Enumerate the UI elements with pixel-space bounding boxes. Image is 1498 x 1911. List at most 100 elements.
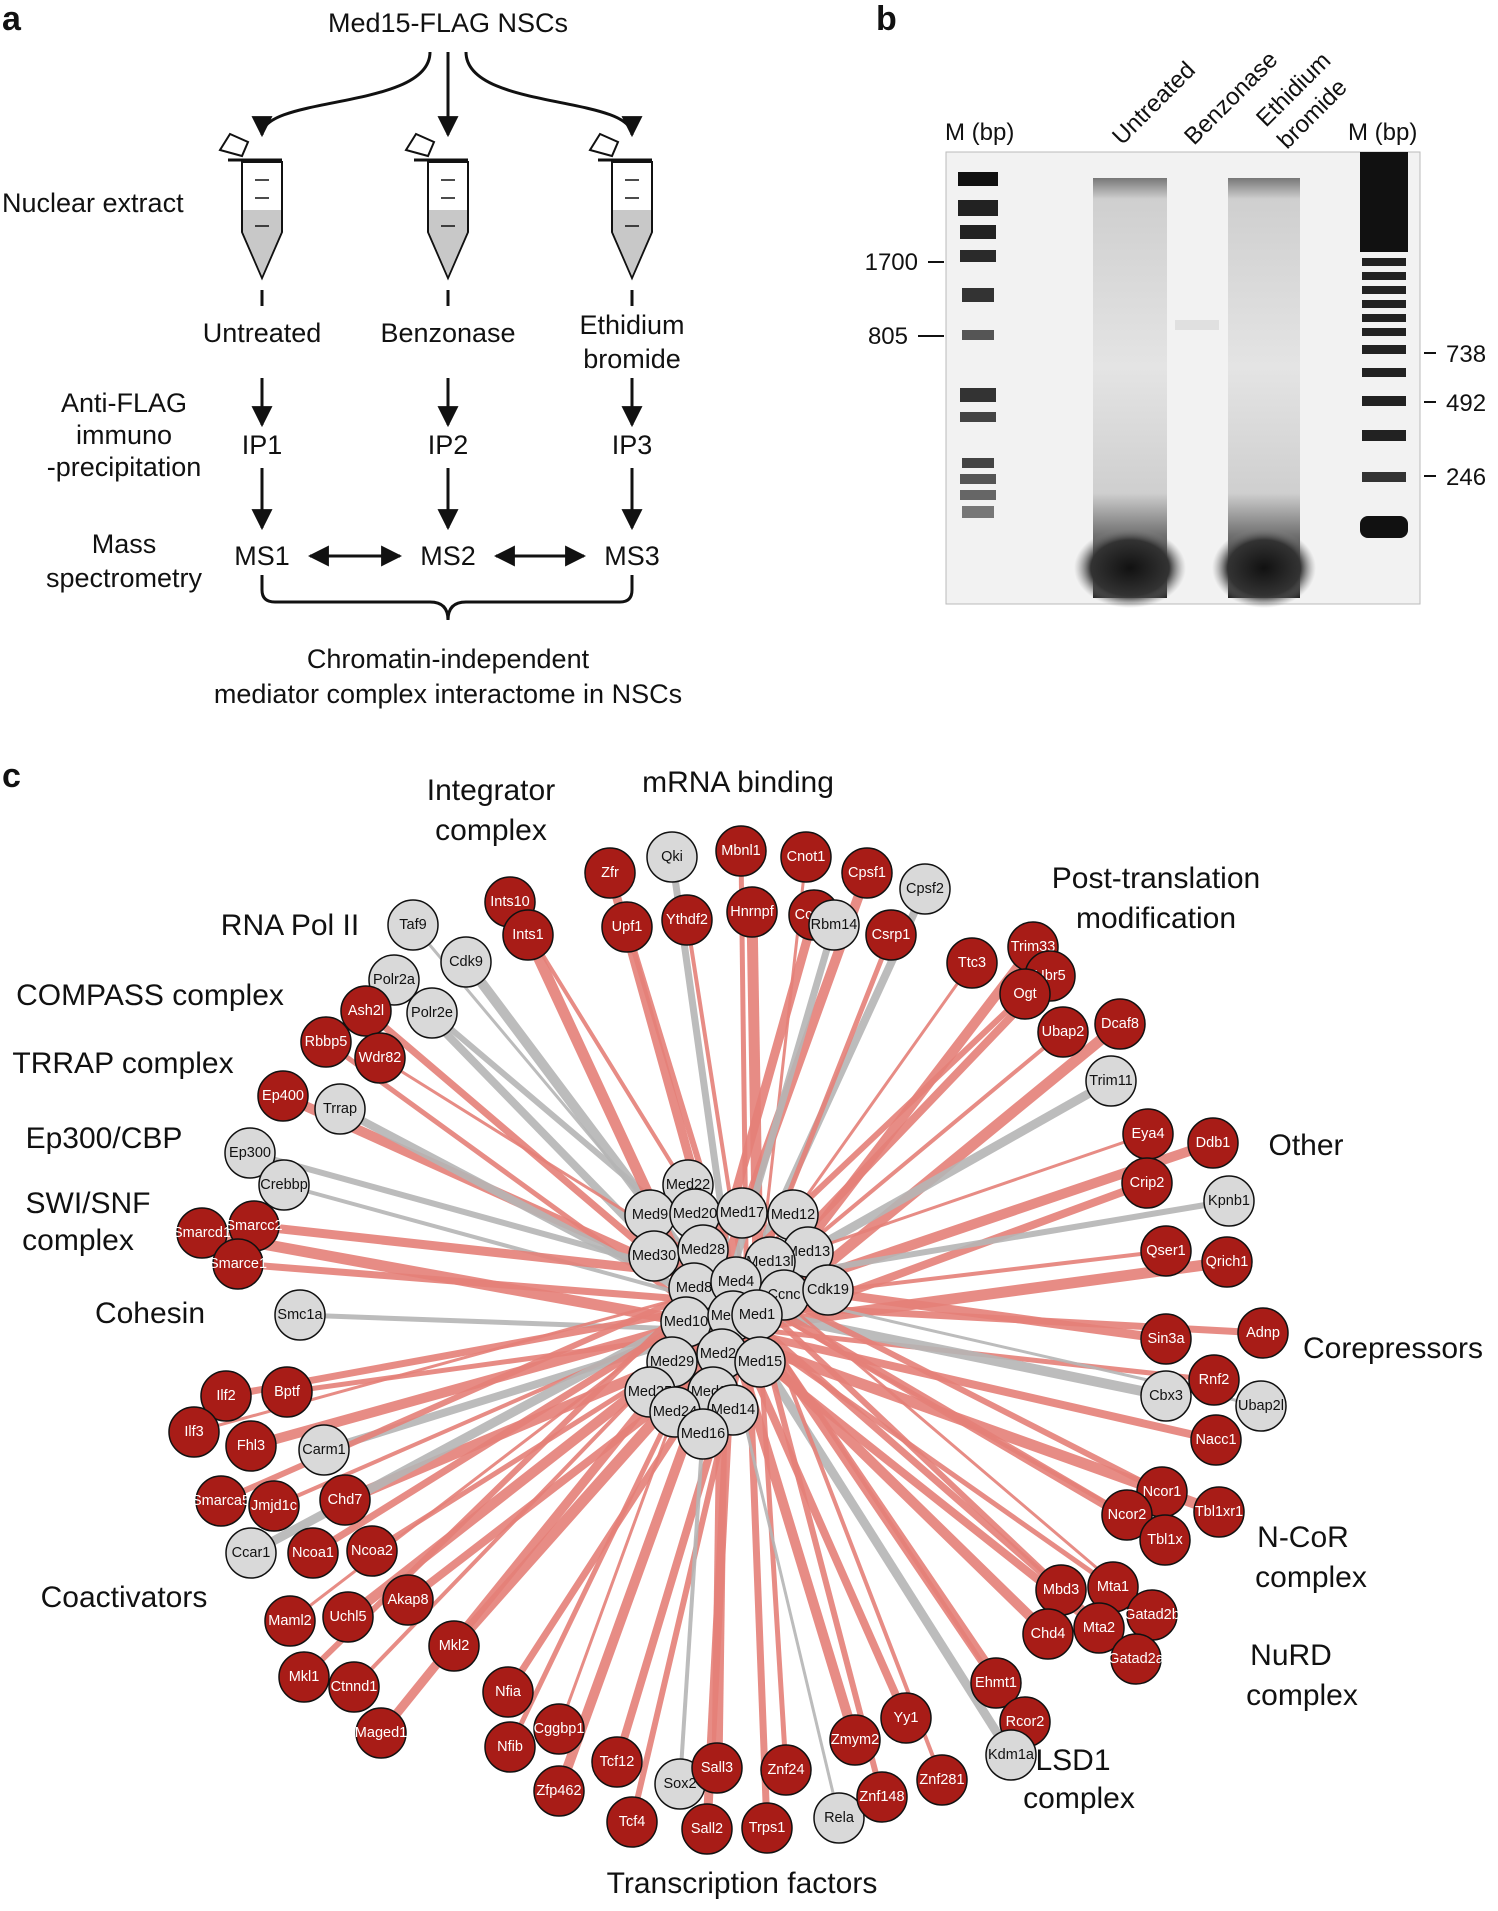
node-zmym2[interactable]: Zmym2 (829, 1714, 881, 1766)
node-eya4[interactable]: Eya4 (1122, 1108, 1174, 1160)
svg-text:Gatad2b: Gatad2b (1124, 1607, 1180, 1623)
node-nfia[interactable]: Nfia (482, 1666, 534, 1718)
node-zfp462[interactable]: Zfp462 (533, 1765, 585, 1817)
node-cggbp1[interactable]: Cggbp1 (533, 1703, 585, 1755)
node-mbd3[interactable]: Mbd3 (1035, 1564, 1087, 1616)
center-node-med1[interactable]: Med1 (731, 1289, 783, 1341)
svg-text:Tbl1xr1: Tbl1xr1 (1195, 1504, 1243, 1520)
center-node-med30[interactable]: Med30 (628, 1230, 680, 1282)
node-carm1[interactable]: Carm1 (298, 1424, 350, 1476)
node-qrich1[interactable]: Qrich1 (1201, 1236, 1253, 1288)
node-maml2[interactable]: Maml2 (264, 1595, 316, 1647)
node-ctnnd1[interactable]: Ctnnd1 (328, 1661, 380, 1713)
node-bptf[interactable]: Bptf (261, 1366, 313, 1418)
node-cdk9[interactable]: Cdk9 (440, 936, 492, 988)
node-trps1[interactable]: Trps1 (741, 1802, 793, 1854)
node-uchl5[interactable]: Uchl5 (322, 1591, 374, 1643)
node-chd4[interactable]: Chd4 (1022, 1608, 1074, 1660)
center-node-med17[interactable]: Med17 (716, 1187, 768, 1239)
node-tbl1x[interactable]: Tbl1x (1139, 1514, 1191, 1566)
node-tcf4[interactable]: Tcf4 (606, 1796, 658, 1848)
node-rbbp5[interactable]: Rbbp5 (300, 1016, 352, 1068)
node-mta1[interactable]: Mta1 (1087, 1561, 1139, 1613)
node-mta2[interactable]: Mta2 (1073, 1602, 1125, 1654)
node-tbl1xr1[interactable]: Tbl1xr1 (1193, 1486, 1245, 1538)
node-jmjd1c[interactable]: Jmjd1c (248, 1480, 300, 1532)
node-kpnb1[interactable]: Kpnb1 (1203, 1175, 1255, 1227)
node-polr2e[interactable]: Polr2e (406, 987, 458, 1039)
node-znf281[interactable]: Znf281 (916, 1754, 968, 1806)
node-nfib[interactable]: Nfib (484, 1721, 536, 1773)
center-node-med16[interactable]: Med16 (677, 1408, 729, 1460)
node-znf24[interactable]: Znf24 (760, 1744, 812, 1796)
node-csrp1[interactable]: Csrp1 (865, 909, 917, 961)
center-node-cdk19[interactable]: Cdk19 (802, 1264, 854, 1316)
node-mkl1[interactable]: Mkl1 (278, 1651, 330, 1703)
node-rbm14[interactable]: Rbm14 (808, 899, 860, 951)
node-znf148[interactable]: Znf148 (856, 1771, 908, 1823)
node-ddb1[interactable]: Ddb1 (1187, 1117, 1239, 1169)
node-upf1[interactable]: Upf1 (601, 901, 653, 953)
node-cnot1[interactable]: Cnot1 (780, 831, 832, 883)
center-node-med20[interactable]: Med20 (669, 1188, 721, 1240)
node-ash2l[interactable]: Ash2l (340, 985, 392, 1037)
node-maged1[interactable]: Maged1 (355, 1707, 407, 1759)
node-trim11[interactable]: Trim11 (1085, 1055, 1137, 1107)
svg-text:Ubap2l: Ubap2l (1238, 1398, 1284, 1414)
node-gatad2a[interactable]: Gatad2a (1108, 1633, 1165, 1685)
node-rela[interactable]: Rela (813, 1792, 865, 1844)
node-mbnl1[interactable]: Mbnl1 (715, 825, 767, 877)
node-ythdf2[interactable]: Ythdf2 (661, 894, 713, 946)
node-hnrnpf[interactable]: Hnrnpf (726, 886, 778, 938)
node-ubap2l[interactable]: Ubap2l (1235, 1380, 1287, 1432)
node-ep300[interactable]: Ep300 (224, 1127, 276, 1179)
node-dcaf8[interactable]: Dcaf8 (1094, 998, 1146, 1050)
node-yy1[interactable]: Yy1 (880, 1692, 932, 1744)
node-crebbp[interactable]: Crebbp (258, 1159, 310, 1211)
node-ncoa2[interactable]: Ncoa2 (346, 1525, 398, 1577)
node-sall3[interactable]: Sall3 (691, 1742, 743, 1794)
node-ilf3[interactable]: Ilf3 (168, 1406, 220, 1458)
node-ccar1[interactable]: Ccar1 (225, 1527, 277, 1579)
node-wdr82[interactable]: Wdr82 (354, 1032, 406, 1084)
node-ogt[interactable]: Ogt (999, 968, 1051, 1020)
node-rnf2[interactable]: Rnf2 (1188, 1354, 1240, 1406)
node-taf9[interactable]: Taf9 (387, 899, 439, 951)
node-akap8[interactable]: Akap8 (382, 1574, 434, 1626)
node-qki[interactable]: Qki (646, 831, 698, 883)
node-cpsf2[interactable]: Cpsf2 (899, 863, 951, 915)
node-cpsf1[interactable]: Cpsf1 (841, 847, 893, 899)
node-mkl2[interactable]: Mkl2 (428, 1620, 480, 1672)
node-ttc3[interactable]: Ttc3 (946, 937, 998, 989)
node-adnp[interactable]: Adnp (1237, 1307, 1289, 1359)
node-smc1a[interactable]: Smc1a (274, 1289, 326, 1341)
node-ncoa1[interactable]: Ncoa1 (287, 1527, 339, 1579)
node-smarcd1[interactable]: Smarcd1 (173, 1207, 231, 1259)
node-nacc1[interactable]: Nacc1 (1190, 1414, 1242, 1466)
node-smarca5[interactable]: Smarca5 (192, 1475, 250, 1527)
node-tcf12[interactable]: Tcf12 (591, 1736, 643, 1788)
node-ep400[interactable]: Ep400 (257, 1070, 309, 1122)
center-node-med28[interactable]: Med28 (677, 1224, 729, 1276)
node-kdm1a[interactable]: Kdm1a (985, 1729, 1037, 1781)
node-ehmt1[interactable]: Ehmt1 (970, 1657, 1022, 1709)
node-zfr[interactable]: Zfr (584, 847, 636, 899)
node-qser1[interactable]: Qser1 (1140, 1225, 1192, 1277)
node-gatad2b[interactable]: Gatad2b (1124, 1589, 1180, 1641)
node-sall2[interactable]: Sall2 (681, 1803, 733, 1855)
node-ilf2[interactable]: Ilf2 (200, 1370, 252, 1422)
node-trrap[interactable]: Trrap (314, 1083, 366, 1135)
node-ncor2[interactable]: Ncor2 (1101, 1489, 1153, 1541)
node-fhl3[interactable]: Fhl3 (225, 1420, 277, 1472)
node-ints1[interactable]: Ints1 (502, 909, 554, 961)
svg-text:Crebbp: Crebbp (260, 1177, 308, 1193)
node-sin3a[interactable]: Sin3a (1140, 1313, 1192, 1365)
node-chd7[interactable]: Chd7 (319, 1474, 371, 1526)
svg-text:Cpsf2: Cpsf2 (906, 881, 944, 897)
center-node-med15[interactable]: Med15 (734, 1336, 786, 1388)
node-smarce1[interactable]: Smarce1 (209, 1238, 267, 1290)
node-ubap2[interactable]: Ubap2 (1037, 1006, 1089, 1058)
node-cbx3[interactable]: Cbx3 (1140, 1370, 1192, 1422)
node-crip2[interactable]: Crip2 (1121, 1157, 1173, 1209)
